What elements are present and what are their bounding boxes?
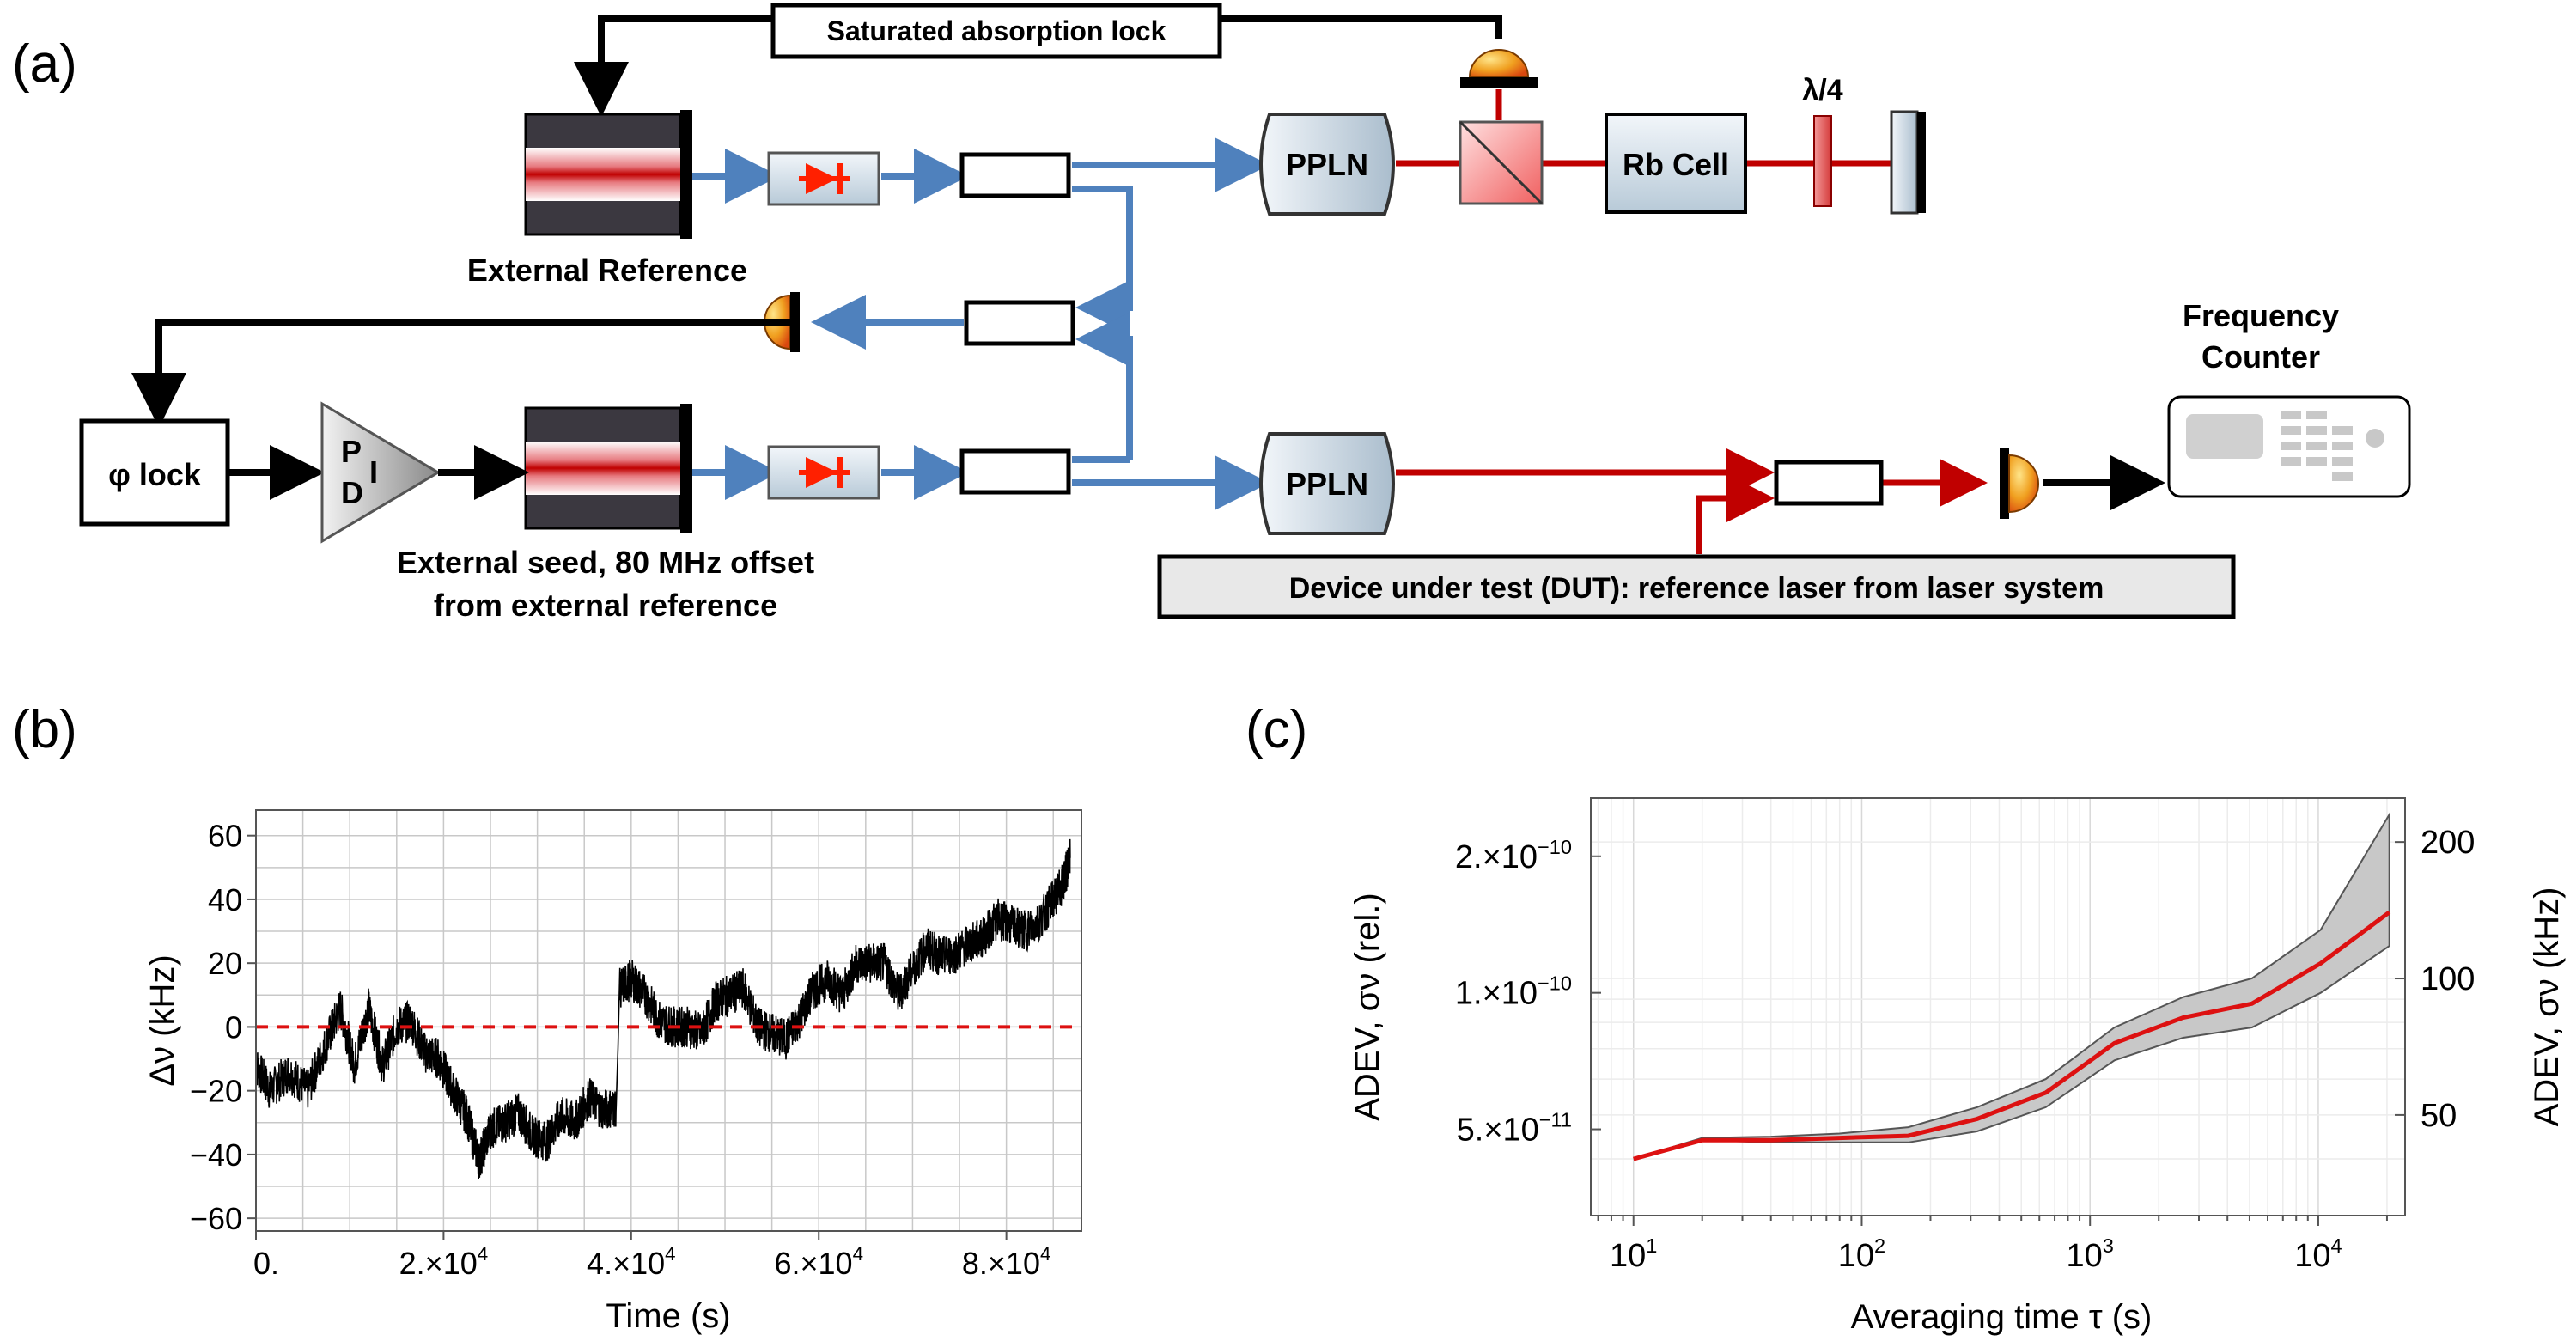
seed-label-line1: External seed, 80 MHz offset xyxy=(397,545,814,580)
external-seed-laser: External seed, 80 MHz offset from extern… xyxy=(397,404,814,623)
saturated-lock-loop: Saturated absorption lock xyxy=(574,3,1502,117)
panel-b-ytick-label: −20 xyxy=(190,1074,242,1109)
dut-label: Device under test (DUT): reference laser… xyxy=(1289,572,2104,605)
ppln-bottom-label: PPLN xyxy=(1286,466,1368,502)
saturated-lock-label: Saturated absorption lock xyxy=(827,15,1166,46)
ppln-top-label: PPLN xyxy=(1286,147,1368,182)
isolator-top xyxy=(767,151,880,206)
quarter-wave-plate: λ/4 xyxy=(1802,74,1843,207)
panel-c-left-tick-label: 5.×10−11 xyxy=(1457,1109,1572,1149)
panel-c-letter: (c) xyxy=(1245,700,1307,759)
phi-lock-loop: φ lock P I D xyxy=(79,319,790,544)
panel-b-xtick-label: 8.×104 xyxy=(962,1243,1051,1281)
pid-p: P xyxy=(341,434,362,469)
panel-b-ytick-label: 20 xyxy=(208,946,242,981)
coupler-top xyxy=(959,152,1071,198)
panel-a-letter: (a) xyxy=(12,34,77,94)
panel-c-ylabel-right: ADEV, σν (kHz) xyxy=(2528,887,2566,1127)
panel-b-ytick-label: 60 xyxy=(208,819,242,854)
panel-b-series-0 xyxy=(256,838,1071,1179)
panel-b-xtick-label: 0. xyxy=(253,1246,279,1281)
panel-c-series-0 xyxy=(1633,910,2391,1161)
panel-b: (b) 0. 2.×104 4.×104 6.×104 8.×104 60 40 20 0 −2… xyxy=(12,700,1082,1335)
frequency-counter: Frequency Counter xyxy=(2167,298,2411,498)
panel-c-xtick-label: 103 xyxy=(2067,1234,2114,1274)
panel-c-error-band xyxy=(1633,811,2390,1161)
panel-c-left-tick-label: 2.×10−10 xyxy=(1455,836,1572,875)
panel-b-ytick-label: 0 xyxy=(225,1009,242,1045)
fiber-paths xyxy=(692,137,1270,510)
panel-c-xtick-label: 104 xyxy=(2294,1234,2342,1274)
panel-c-left-tick-label: 1.×10−10 xyxy=(1455,972,1572,1012)
coupler-middle xyxy=(964,300,1075,346)
external-reference-laser: External Reference xyxy=(467,110,747,288)
beat-photodiode-dut xyxy=(2000,448,2165,519)
phi-lock-box xyxy=(79,418,230,527)
panel-b-xtick-label: 6.×104 xyxy=(774,1243,863,1281)
panel-c-xlabel: Averaging time τ (s) xyxy=(1851,1298,2153,1336)
panel-c: (c) 101 102 103 104 5.×10−11 1.×10−10 2.×10−1… xyxy=(1245,700,2566,1336)
panel-c-xtick-label: 102 xyxy=(1838,1234,1885,1274)
sas-photodiode xyxy=(1460,49,1538,88)
panel-c-grid xyxy=(1591,798,2405,1216)
beam-splitter-cube xyxy=(1459,120,1544,205)
ppln-bottom: PPLN xyxy=(1259,432,1395,535)
panel-b-xlabel: Time (s) xyxy=(606,1297,730,1335)
pid-d: D xyxy=(341,475,363,510)
panel-b-letter: (b) xyxy=(12,700,77,759)
panel-c-ylabel-left: ADEV, σν (rel.) xyxy=(1349,893,1386,1121)
panel-b-xtick-label: 2.×104 xyxy=(399,1243,489,1281)
freq-counter-line2: Counter xyxy=(2201,339,2320,375)
retro-mirror xyxy=(1890,110,1926,215)
panel-b-ylabel: Δν (kHz) xyxy=(143,954,181,1086)
pid-i: I xyxy=(369,454,378,490)
panel-c-right-tick-label: 200 xyxy=(2421,825,2475,861)
ppln-top: PPLN xyxy=(1259,113,1395,216)
rb-cell: Rb Cell xyxy=(1605,113,1747,214)
panel-b-frame xyxy=(255,809,1082,1232)
panel-b-grid xyxy=(255,810,1081,1231)
panel-c-xtick-label: 101 xyxy=(1610,1234,1657,1274)
panel-b-xtick-label: 4.×104 xyxy=(587,1243,676,1281)
coupler-bottom xyxy=(959,448,1071,495)
panel-b-ytick-label: −40 xyxy=(190,1137,242,1173)
dut-box: Device under test (DUT): reference laser… xyxy=(1157,554,2236,619)
panel-b-ytick-label: −60 xyxy=(190,1201,242,1236)
panel-c-right-tick-label: 50 xyxy=(2421,1098,2457,1134)
panel-b-ytick-label: 40 xyxy=(208,882,242,917)
quarter-wave-label: λ/4 xyxy=(1802,74,1842,107)
freq-counter-line1: Frequency xyxy=(2183,298,2339,333)
panel-c-frame xyxy=(1590,797,2406,1216)
dut-beam xyxy=(1396,448,1988,554)
external-reference-label: External Reference xyxy=(467,253,747,288)
pid-amplifier xyxy=(320,401,441,544)
seed-label-line2: from external reference xyxy=(434,588,777,623)
panel-a: (a) Saturated absorption lock External R… xyxy=(12,3,2411,623)
phi-lock-label: φ lock xyxy=(108,457,202,492)
rb-cell-label: Rb Cell xyxy=(1623,147,1729,182)
panel-c-right-tick-label: 100 xyxy=(2421,961,2475,997)
saturated-lock-box xyxy=(770,3,1222,59)
coupler-dut xyxy=(1774,460,1884,506)
isolator-bottom xyxy=(767,445,880,500)
